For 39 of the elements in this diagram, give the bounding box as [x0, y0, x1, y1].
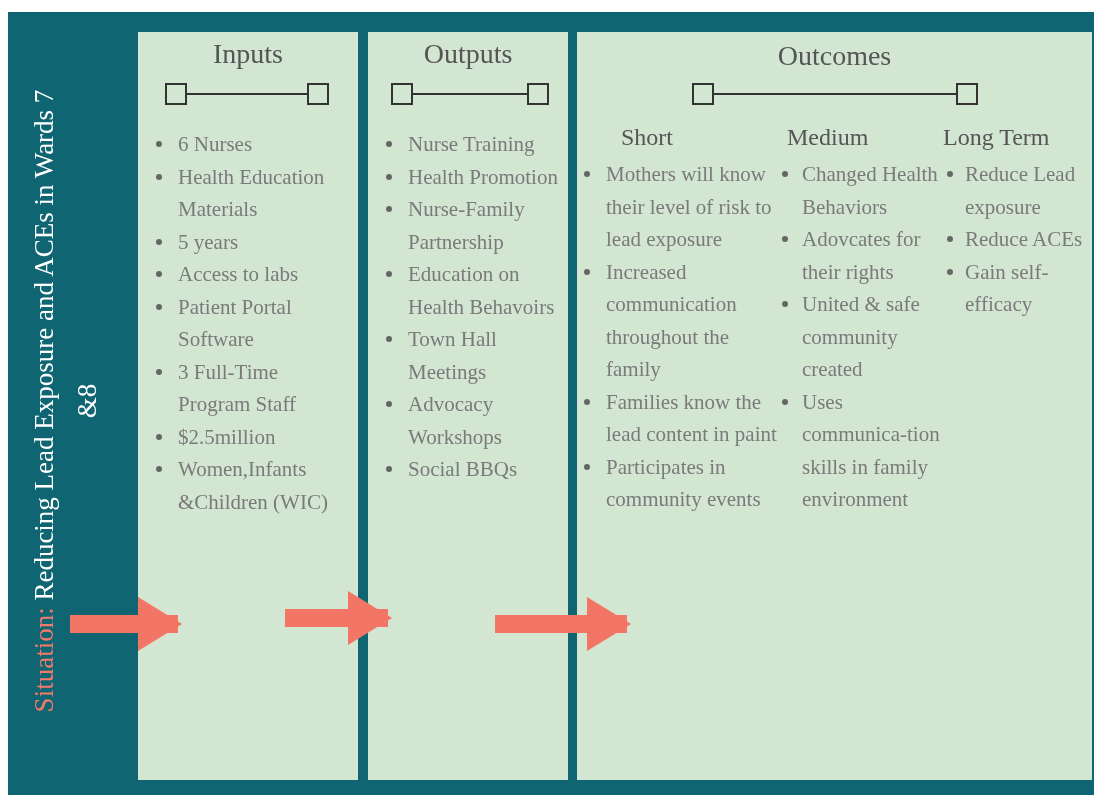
list-item: 3 Full-Time Program Staff	[156, 355, 352, 421]
list-item: Social BBQs	[386, 453, 566, 486]
list-item: Access to labs	[156, 258, 352, 291]
list-item: Patient Portal Software	[156, 290, 352, 356]
list-item: Health Promotion	[386, 160, 566, 193]
column-heading: Outputs	[422, 38, 514, 70]
list-item: Nurse Training	[386, 128, 566, 161]
list-item: Gain self-efficacy	[943, 255, 1092, 321]
list-item: Mothers will know their level of risk to lead exposure	[581, 158, 777, 256]
column-subheading: Medium	[787, 124, 869, 151]
list-item: Participates in community events	[581, 450, 777, 516]
list-item: Advocacy Workshops	[386, 388, 566, 453]
list-item: Increased communication throughout the family	[581, 255, 777, 386]
list-item: United & safe community created	[777, 288, 943, 386]
list-item: Uses communica-tion skills in family environment	[777, 385, 943, 516]
list-item: Reduce ACEs	[943, 223, 1092, 256]
list-item: $2.5million	[156, 420, 352, 453]
column-panel	[577, 32, 1092, 780]
column-panel	[138, 32, 358, 780]
list-item: Women,Infants &Children (WIC)	[156, 453, 352, 518]
list-item: Nurse-Family Partnership	[386, 193, 566, 258]
vertical-title: Situation: Reducing Lead Exposure and ACEs in Wards 7 &8	[23, 81, 109, 721]
list-item: 5 years	[156, 225, 352, 258]
column-subheading: Short	[621, 124, 673, 151]
list-item: Town Hall Meetings	[386, 323, 566, 388]
list-item: Families know the lead content in paint	[581, 385, 777, 451]
arrow	[285, 591, 392, 645]
column-panel	[368, 32, 568, 780]
column-heading: Outcomes	[776, 40, 893, 72]
list-item: Adovcates for their rights	[777, 223, 943, 288]
list-item: 6 Nurses	[156, 128, 352, 161]
list-item: Reduce Lead exposure	[943, 158, 1092, 223]
list-item: Changed Health Behaviors	[777, 158, 943, 223]
column-heading: Inputs	[212, 38, 284, 70]
list-item: Education on Health Behavoirs	[386, 258, 566, 323]
list-item: Health Education Materials	[156, 160, 352, 226]
arrow	[70, 597, 182, 651]
arrow	[495, 597, 631, 651]
column-subheading: Long Term	[943, 124, 1050, 151]
